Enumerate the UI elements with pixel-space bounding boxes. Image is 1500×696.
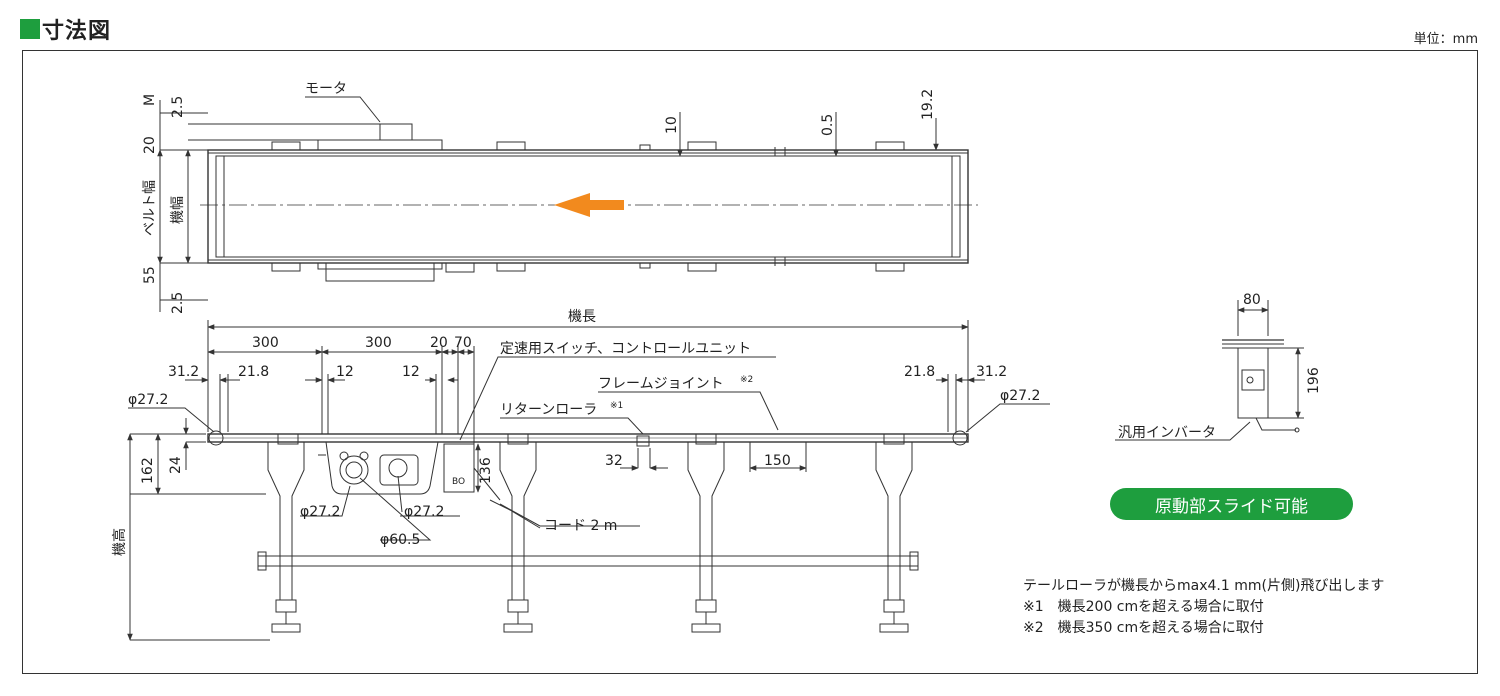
machine-length-label: 機長: [568, 309, 596, 325]
motor-label: モータ: [305, 81, 347, 97]
dim-32: 32: [605, 453, 623, 469]
dim-2-5-bottom: 2.5: [170, 292, 186, 314]
dim-80: 80: [1243, 292, 1261, 308]
note-1: テールローラが機長からmax4.1 mm(片側)飛び出します: [1023, 578, 1385, 594]
phi-27-2-drive-b: φ27.2: [404, 504, 444, 520]
flow-direction-arrow-icon: [554, 193, 624, 217]
dim-12-a: 12: [336, 364, 354, 380]
machine-height-label: 機高: [111, 528, 128, 556]
dim-12-b: 12: [402, 364, 420, 380]
notes: テールローラが機長からmax4.1 mm(片側)飛び出します ※1 機長200 …: [1023, 576, 1384, 639]
inverter-label: 汎用インバータ: [1118, 425, 1216, 441]
controller-label: 定速用スイッチ、コントロールユニット: [500, 341, 751, 357]
cord-label: コード 2 m: [544, 518, 617, 534]
return-roller-label: リターンローラ: [500, 402, 597, 418]
machine-width-label: 機幅: [170, 196, 186, 224]
dim-0-5: 0.5: [820, 114, 836, 136]
section-marker-icon: [20, 19, 40, 39]
dim-55: 55: [142, 266, 158, 284]
slide-drive-badge: 原動部スライド可能: [1110, 488, 1353, 520]
dim-2-5-top: 2.5: [170, 96, 186, 118]
dim-21-8-left: 21.8: [238, 364, 269, 380]
dim-20-side: 20: [430, 335, 448, 351]
dim-m: M: [142, 94, 158, 106]
dim-70: 70: [454, 335, 472, 351]
phi-60-5: φ60.5: [380, 532, 420, 548]
dim-31-2-left: 31.2: [168, 364, 199, 380]
phi-27-2-drive: φ27.2: [300, 504, 340, 520]
note-2: ※1 機長200 cmを超える場合に取付: [1023, 599, 1264, 615]
dim-20: 20: [142, 136, 158, 154]
dim-162: 162: [140, 457, 156, 484]
frame-joint-label: フレームジョイント: [598, 376, 724, 392]
drawing-frame: [22, 50, 1478, 674]
dim-10: 10: [664, 116, 680, 134]
unit-label: 単位：mm: [1413, 32, 1478, 47]
note-3: ※2 機長350 cmを超える場合に取付: [1023, 620, 1264, 636]
dim-150: 150: [764, 453, 791, 469]
belt-width-label: ベルト幅: [142, 180, 158, 236]
page-title: 寸法図: [42, 19, 112, 44]
drive-unit: [318, 441, 439, 495]
phi-27-2-left: φ27.2: [128, 392, 168, 408]
top-view: [157, 96, 978, 312]
frame-joint-mark: ※2: [740, 375, 753, 385]
dim-24: 24: [168, 456, 184, 474]
section-header: 寸法図: [20, 14, 111, 44]
dim-21-8-right: 21.8: [904, 364, 935, 380]
side-view: [127, 320, 1050, 641]
dim-31-2-right: 31.2: [976, 364, 1007, 380]
return-roller-mark: ※1: [610, 401, 623, 411]
dim-19-2: 19.2: [920, 89, 936, 120]
switch-label: BO: [452, 477, 465, 487]
dim-136: 136: [478, 457, 494, 484]
dim-196: 196: [1306, 367, 1322, 394]
dim-300-a: 300: [252, 335, 279, 351]
dim-300-b: 300: [365, 335, 392, 351]
legs: [257, 433, 919, 633]
end-view: [1115, 300, 1304, 441]
phi-27-2-right: φ27.2: [1000, 388, 1040, 404]
